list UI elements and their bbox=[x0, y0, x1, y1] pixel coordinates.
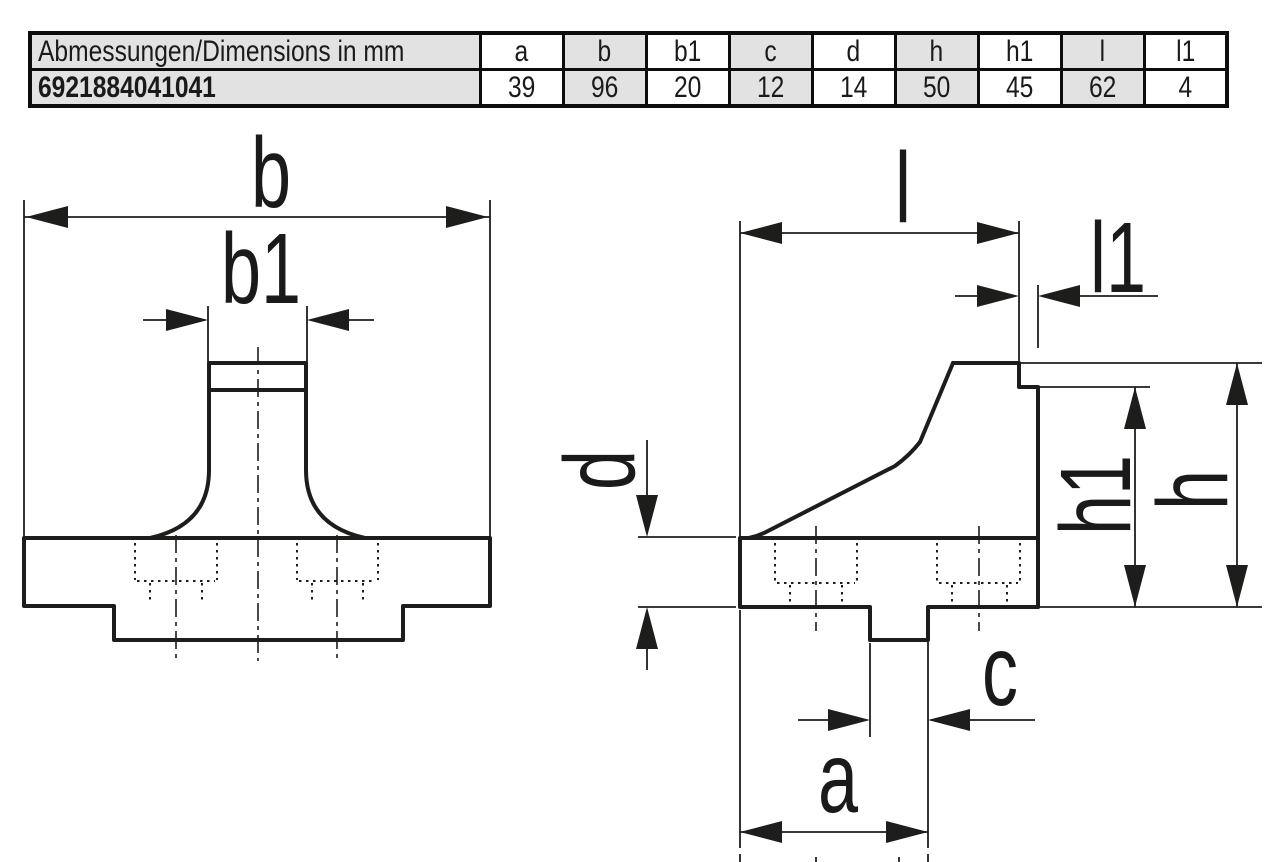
value-l: 62 bbox=[1059, 68, 1146, 108]
table-title: Abmessungen/Dimensions in mm bbox=[38, 35, 405, 68]
value-a: 39 bbox=[478, 68, 565, 108]
dimension-l: l bbox=[739, 132, 1020, 537]
dimension-l1: l1 bbox=[955, 202, 1158, 348]
side-view: l l1 d h1 bbox=[544, 132, 1262, 862]
value-b1: 20 bbox=[644, 68, 731, 108]
column-header-d: d bbox=[810, 31, 897, 71]
dimension-h1: h1 bbox=[1038, 386, 1152, 607]
value-c: 12 bbox=[727, 68, 814, 108]
side-view-centerlines bbox=[815, 526, 980, 631]
column-header-c: c bbox=[727, 31, 814, 71]
dimensions-table: Abmessungen/Dimensions in mm a b b1 c d … bbox=[28, 31, 1229, 108]
side-view-top-step bbox=[951, 361, 1040, 609]
column-header-l1: l1 bbox=[1142, 31, 1229, 71]
column-header-l: l bbox=[1059, 31, 1146, 71]
dim-label-c: c bbox=[982, 615, 1018, 726]
dim-label-d: d bbox=[544, 450, 655, 490]
column-header-b: b bbox=[561, 31, 648, 71]
front-view-fillet-right bbox=[304, 468, 367, 540]
dimension-a: a bbox=[739, 610, 929, 862]
dimension-d: d bbox=[544, 440, 736, 670]
value-l1: 4 bbox=[1142, 68, 1229, 108]
front-view-hidden-lines bbox=[134, 543, 379, 604]
column-header-b1: b1 bbox=[644, 31, 731, 71]
side-view-slant bbox=[747, 361, 955, 540]
dim-label-a: a bbox=[818, 722, 858, 833]
front-view: b b1 bbox=[22, 117, 492, 661]
table-title-cell: Abmessungen/Dimensions in mm bbox=[28, 31, 482, 71]
value-h: 50 bbox=[893, 68, 980, 108]
dimension-h: h bbox=[1019, 362, 1262, 608]
table-header-row: Abmessungen/Dimensions in mm a b b1 c d … bbox=[28, 31, 1229, 71]
dimension-b1: b1 bbox=[143, 213, 374, 362]
value-b: 96 bbox=[561, 68, 648, 108]
dimension-c: c bbox=[798, 610, 1035, 848]
part-number-cell: 6921884041041 bbox=[28, 68, 482, 108]
dim-label-l: l bbox=[895, 132, 911, 243]
front-view-centerlines bbox=[175, 347, 338, 661]
dim-label-b: b bbox=[251, 117, 291, 228]
dimension-b: b bbox=[23, 117, 491, 537]
front-view-base bbox=[22, 536, 492, 642]
part-number: 6921884041041 bbox=[38, 71, 216, 104]
column-header-h1: h1 bbox=[976, 31, 1063, 71]
bottom-edge-marks bbox=[739, 854, 929, 862]
column-header-h: h bbox=[893, 31, 980, 71]
value-d: 14 bbox=[810, 68, 897, 108]
value-h1: 45 bbox=[976, 68, 1063, 108]
dim-label-h1: h1 bbox=[1040, 455, 1151, 535]
dim-label-l1: l1 bbox=[1090, 202, 1146, 313]
dim-label-h: h bbox=[1137, 470, 1248, 510]
dim-label-b1: b1 bbox=[221, 213, 301, 324]
front-view-fillet-left bbox=[148, 468, 211, 540]
side-view-base bbox=[738, 536, 1040, 642]
table-value-row: 6921884041041 39 96 20 12 14 50 45 62 4 bbox=[28, 68, 1229, 108]
column-header-a: a bbox=[478, 31, 565, 71]
side-view-hidden-lines bbox=[774, 543, 1021, 606]
